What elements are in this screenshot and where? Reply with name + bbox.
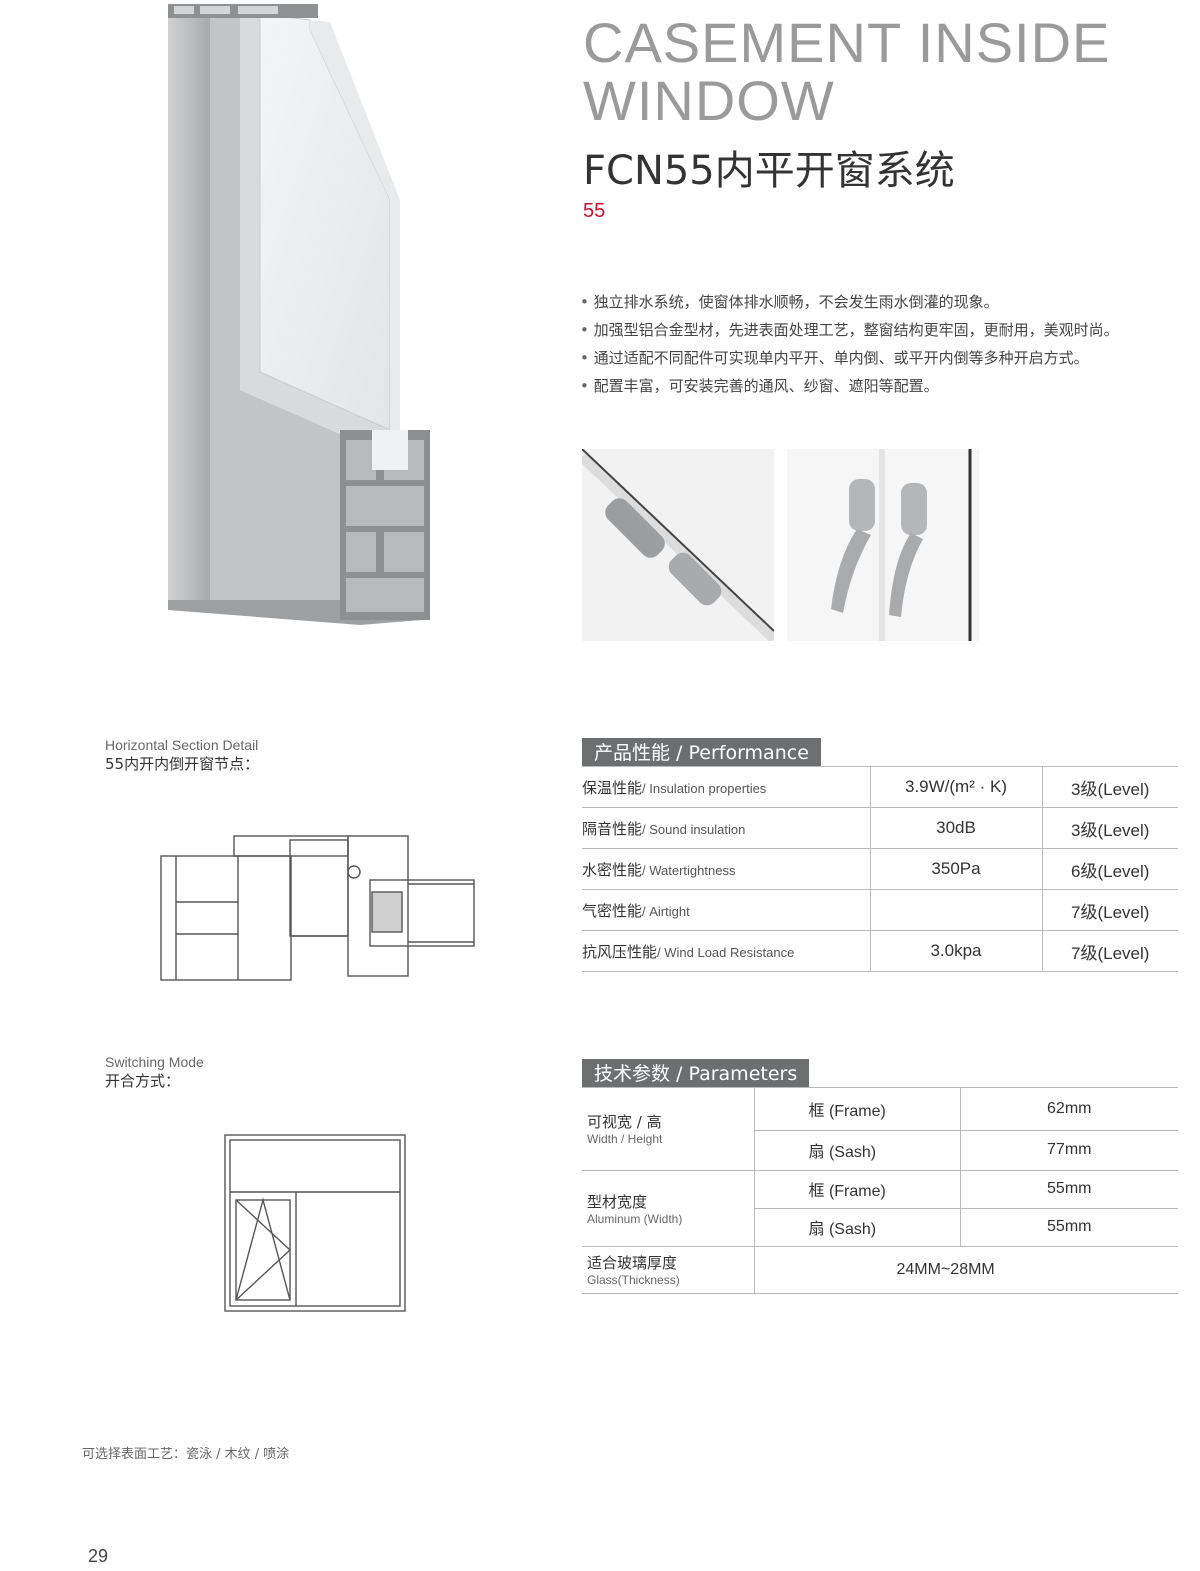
parameter-part: 扇 (Sash) — [753, 1208, 960, 1247]
performance-value: 3.0kpa — [869, 930, 1042, 972]
parameter-value: 55mm — [959, 1208, 1178, 1247]
performance-property: 气密性能/ Airtight — [582, 889, 870, 931]
parameter-name: 适合玻璃厚度 Glass(Thickness) — [582, 1246, 754, 1294]
product-profile-image — [160, 0, 440, 630]
parameter-value: 55mm — [959, 1170, 1178, 1209]
performance-level: 7级(Level) — [1041, 930, 1178, 972]
feature-item: 通过适配不同配件可实现单内平开、单内倒、或平开内倒等多种开启方式。 — [580, 344, 1119, 372]
table-row: 气密性能/ Airtight 7级(Level) — [582, 889, 1178, 931]
hinge-photo — [582, 449, 774, 641]
table-row: 扇 (Sash) 55mm — [582, 1208, 1178, 1247]
handle-photo — [787, 449, 979, 641]
parameters-table: 可视宽 / 高 Width / Height 框 (Frame) 62mm 扇 … — [582, 1088, 1178, 1294]
feature-item: 配置丰富，可安装完善的通风、纱窗、遮阳等配置。 — [580, 372, 1119, 400]
parameters-section: 技术参数 / Parameters 可视宽 / 高 Width / Height… — [582, 1059, 1178, 1294]
table-row: 水密性能/ Watertightness 350Pa 6级(Level) — [582, 848, 1178, 890]
parameter-part: 框 (Frame) — [753, 1170, 960, 1209]
switching-mode-label: Switching Mode 开合方式： — [105, 1054, 204, 1091]
page-number: 29 — [88, 1546, 109, 1566]
series-number: 55 — [583, 200, 606, 222]
performance-table: 保温性能/ Insulation properties 3.9W/(m² · K… — [582, 767, 1178, 972]
section-drawing — [158, 832, 480, 984]
parameter-part: 框 (Frame) — [753, 1088, 960, 1131]
performance-property: 隔音性能/ Sound insulation — [582, 807, 870, 849]
performance-level: 7级(Level) — [1041, 889, 1178, 931]
performance-property: 水密性能/ Watertightness — [582, 848, 870, 890]
table-row: 保温性能/ Insulation properties 3.9W/(m² · K… — [582, 767, 1178, 808]
performance-level: 6级(Level) — [1041, 848, 1178, 890]
table-row: 抗风压性能/ Wind Load Resistance 3.0kpa 7级(Le… — [582, 930, 1178, 972]
hinge-image — [582, 449, 774, 641]
switching-mode-drawing — [224, 1134, 406, 1314]
aluminum-profile-render — [168, 4, 430, 625]
switching-mode-label-cn: 开合方式： — [105, 1072, 181, 1090]
performance-value: 30dB — [869, 807, 1042, 849]
section-drawing-svg — [160, 835, 475, 981]
performance-property: 保温性能/ Insulation properties — [582, 767, 870, 808]
title-english: CASEMENT INSIDE WINDOW — [583, 11, 1111, 132]
performance-heading: 产品性能 / Performance — [582, 738, 821, 767]
parameter-value: 62mm — [959, 1088, 1178, 1131]
performance-value: 350Pa — [869, 848, 1042, 890]
title-chinese: FCN55内平开窗系统 — [583, 148, 955, 194]
performance-level: 3级(Level) — [1041, 807, 1178, 849]
performance-value — [869, 889, 1042, 931]
performance-property: 抗风压性能/ Wind Load Resistance — [582, 930, 870, 972]
performance-level: 3级(Level) — [1041, 767, 1178, 808]
parameter-value: 24MM~28MM — [753, 1246, 1178, 1294]
performance-section: 产品性能 / Performance 保温性能/ Insulation prop… — [582, 738, 1178, 972]
parameters-heading: 技术参数 / Parameters — [582, 1059, 810, 1088]
parameter-name: 型材宽度 Aluminum (Width) — [582, 1170, 754, 1247]
performance-value: 3.9W/(m² · K) — [869, 767, 1042, 808]
feature-item: 独立排水系统，使窗体排水顺畅，不会发生雨水倒灌的现象。 — [580, 288, 1119, 316]
table-row: 隔音性能/ Sound insulation 30dB 3级(Level) — [582, 807, 1178, 849]
surface-finish-note: 可选择表面工艺：瓷泳 / 木纹 / 喷涂 — [82, 1447, 290, 1462]
parameter-name: 可视宽 / 高 Width / Height — [582, 1088, 754, 1171]
table-row: 扇 (Sash) 77mm — [582, 1130, 1178, 1171]
section-detail-label: Horizontal Section Detail 55内开内倒开窗节点： — [105, 737, 259, 774]
table-row: 适合玻璃厚度 Glass(Thickness) 24MM~28MM — [582, 1246, 1178, 1294]
feature-list: 独立排水系统，使窗体排水顺畅，不会发生雨水倒灌的现象。 加强型铝合金型材，先进表… — [580, 288, 1119, 400]
switching-mode-label-en: Switching Mode — [105, 1054, 204, 1070]
window-elevation-svg — [224, 1134, 406, 1312]
handle-image — [787, 449, 979, 641]
table-row: 可视宽 / 高 Width / Height 框 (Frame) 62mm — [582, 1088, 1178, 1171]
parameter-value: 77mm — [959, 1130, 1178, 1171]
section-detail-label-cn: 55内开内倒开窗节点： — [105, 755, 260, 773]
feature-item: 加强型铝合金型材，先进表面处理工艺，整窗结构更牢固，更耐用，美观时尚。 — [580, 316, 1119, 344]
parameter-part: 扇 (Sash) — [753, 1130, 960, 1171]
section-detail-label-en: Horizontal Section Detail — [105, 737, 259, 753]
table-row: 型材宽度 Aluminum (Width) 框 (Frame) 55mm — [582, 1170, 1178, 1247]
